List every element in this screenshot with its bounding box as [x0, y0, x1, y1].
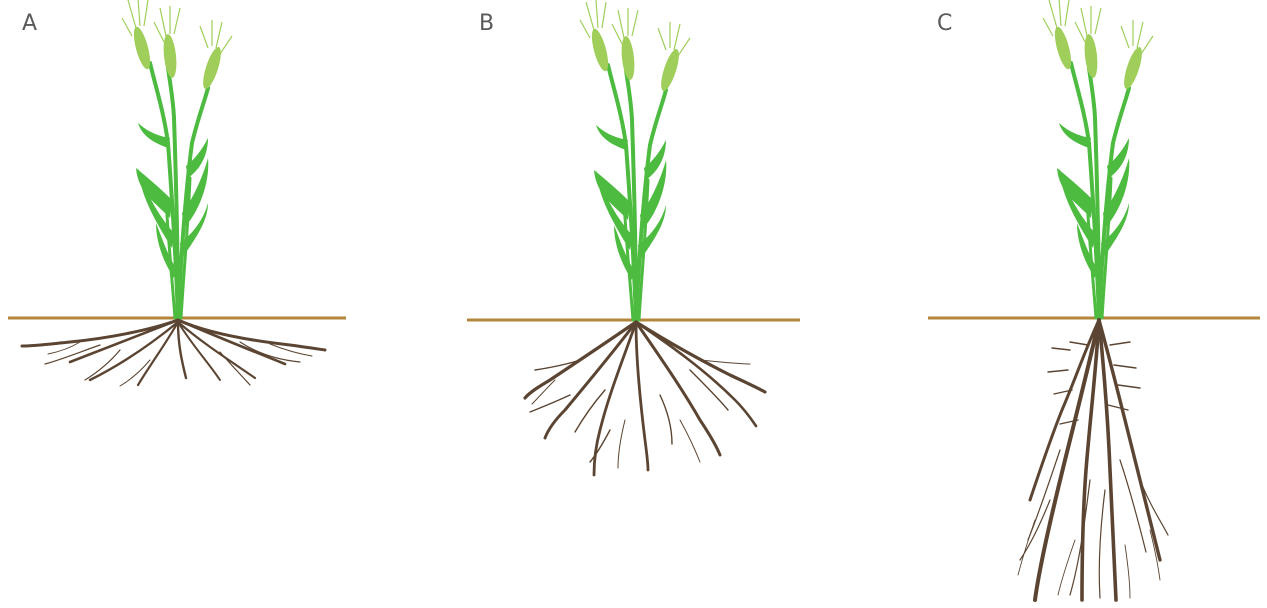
plant-c — [1043, 0, 1153, 318]
panel-a: A — [8, 0, 346, 386]
panel-label-a: A — [22, 11, 37, 36]
panel-label-b: B — [479, 11, 494, 36]
panel-b: B — [467, 0, 800, 475]
roots-a — [22, 320, 325, 386]
panel-label-c: C — [937, 11, 952, 36]
roots-c — [1018, 320, 1168, 600]
plant-a — [122, 0, 232, 318]
panel-c: C — [928, 0, 1260, 600]
plant-b — [580, 0, 690, 320]
roots-b — [525, 322, 765, 475]
